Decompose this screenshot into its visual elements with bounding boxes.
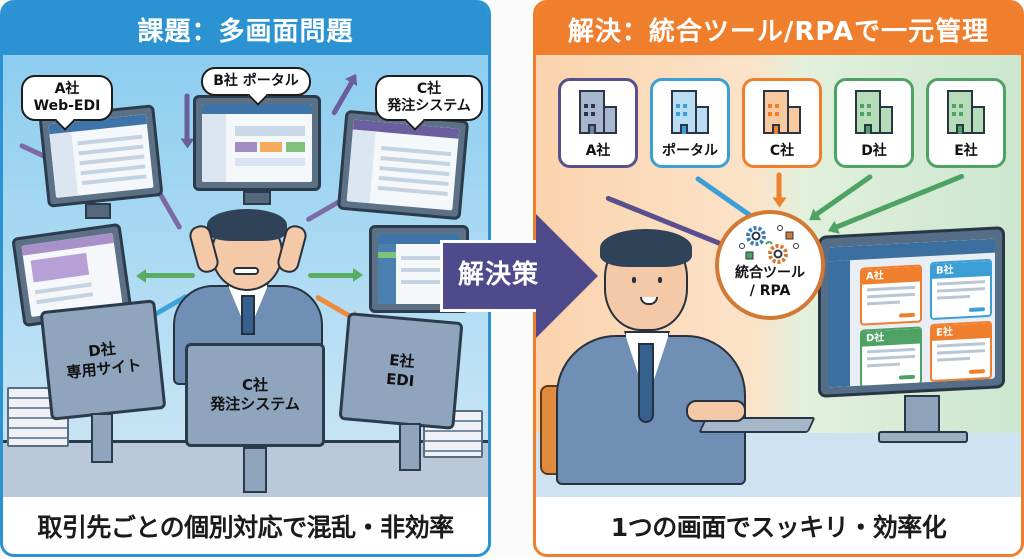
arrow-icon xyxy=(776,172,782,201)
arrow-shaft xyxy=(440,240,540,312)
monitor-back-d: D社専用サイト xyxy=(39,299,167,421)
dashboard-tile-e: E社 xyxy=(930,320,992,383)
problem-illustration: A社 Web-EDI B社 ポータル C社 発注システム xyxy=(3,55,488,497)
problem-title: 課題：多画面問題 xyxy=(3,3,488,55)
company-card-portal: ポータル xyxy=(650,78,730,168)
speech-bubble-a: A社 Web-EDI xyxy=(21,75,113,121)
problem-footer: 取引先ごとの個別対応で混乱・非効率 xyxy=(3,497,488,554)
company-card-d: D社 xyxy=(834,78,914,168)
monitor-c-ordering xyxy=(336,109,470,221)
building-icon xyxy=(947,90,985,134)
hub-label-line1: 統合ツール xyxy=(735,265,805,281)
speech-bubble-b: B社 ポータル xyxy=(201,67,311,96)
arrow-icon xyxy=(813,173,874,218)
monitor-back-c: C社発注システム xyxy=(185,343,325,447)
solution-illustration: A社 ポータル C社 xyxy=(536,55,1021,497)
arrow-icon xyxy=(184,93,190,142)
hands xyxy=(686,400,746,422)
arrow-right-icon xyxy=(536,214,598,338)
monitor-stand xyxy=(243,447,267,493)
company-card-a: A社 xyxy=(558,78,638,168)
solution-arrow-label: 解決策 xyxy=(458,260,540,290)
unified-dashboard-monitor: A社 B社 D社 E社 xyxy=(818,226,1005,398)
monitor-stand xyxy=(399,423,421,471)
monitor-stand xyxy=(91,413,113,463)
dashboard-tile-b: B社 xyxy=(930,258,992,321)
building-icon xyxy=(671,90,709,134)
happy-worker xyxy=(546,225,746,485)
arrow-icon xyxy=(308,268,363,282)
gears-network-icon xyxy=(739,225,799,264)
building-icon xyxy=(855,90,893,134)
monitor-b-portal xyxy=(193,95,321,191)
monitor-stand xyxy=(904,395,940,435)
company-card-e: E社 xyxy=(926,78,1006,168)
solution-panel: 解決：統合ツール/RPAで一元管理 A社 ポータル xyxy=(533,0,1024,557)
monitor-base xyxy=(878,431,968,443)
arrow-icon xyxy=(833,173,965,231)
solution-title: 解決：統合ツール/RPAで一元管理 xyxy=(536,3,1021,55)
company-card-c: C社 xyxy=(742,78,822,168)
building-icon xyxy=(763,90,801,134)
speech-bubble-c: C社 発注システム xyxy=(375,75,483,121)
dashboard-tile-a: A社 xyxy=(860,264,922,326)
monitor-stand xyxy=(243,191,271,205)
building-icon xyxy=(579,90,617,134)
solution-footer: 1つの画面でスッキリ・効率化 xyxy=(536,497,1021,554)
monitor-stand xyxy=(85,203,111,219)
solution-arrow: 解決策 xyxy=(440,214,598,338)
hub-label-line2: / RPA xyxy=(749,282,791,299)
problem-panel: 課題：多画面問題 xyxy=(0,0,491,557)
dashboard-tile-d: D社 xyxy=(860,326,922,388)
integration-tool-hub: 統合ツール / RPA xyxy=(715,210,825,320)
